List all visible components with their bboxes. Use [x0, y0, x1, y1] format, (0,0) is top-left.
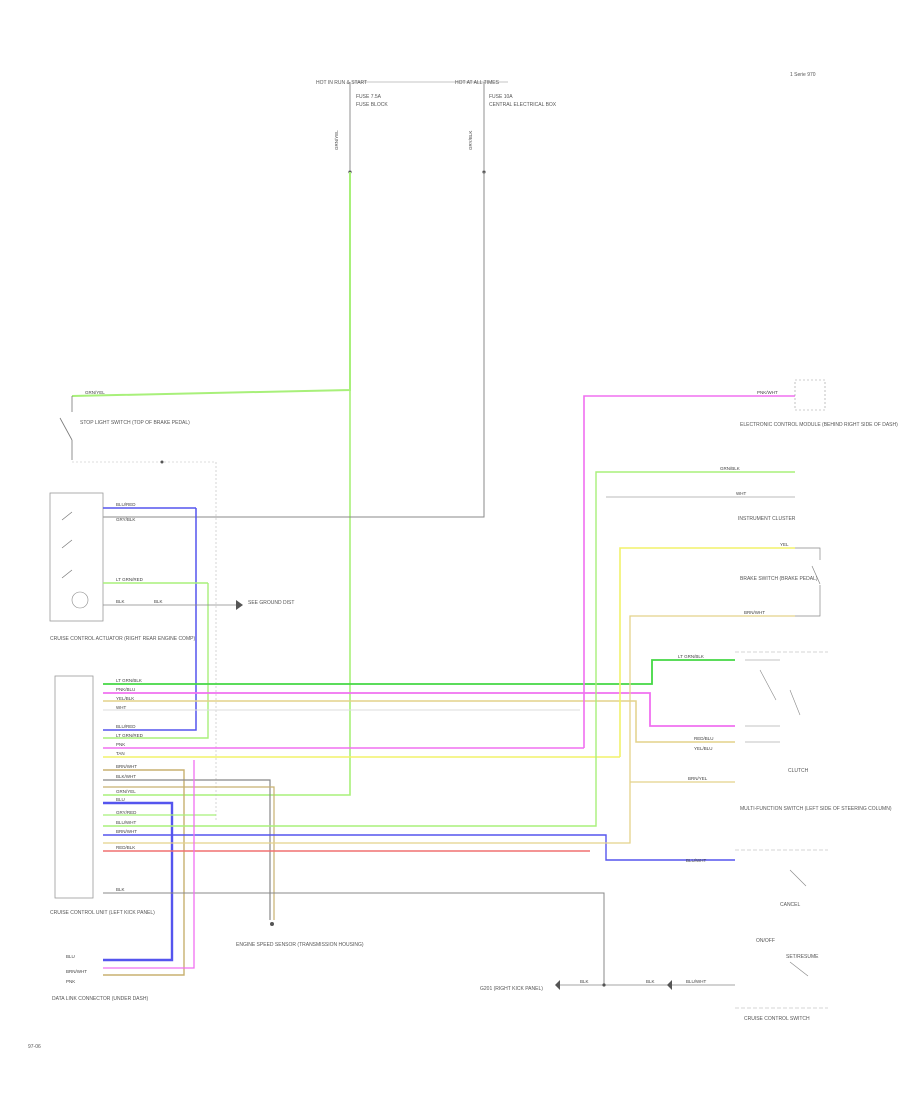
label-mid-gry: GRY/RED: [116, 810, 137, 815]
cruise-switch-label: CRUISE CONTROL SWITCH: [744, 1016, 810, 1022]
cc-actuator-box: [49, 492, 104, 622]
label-mid-blk: BLK/WHT: [116, 774, 136, 779]
label-mid-yel: YEL/BLK: [116, 696, 134, 701]
label-mid-red: RED/BLK: [116, 845, 135, 850]
label-right-yel2: YEL/BLU: [694, 746, 713, 751]
fuse-block-right: CENTRAL ELECTRICAL BOX: [489, 102, 557, 108]
top-fuse-section: HOT IN RUN & START HOT AT ALL TIMES FUSE…: [316, 72, 816, 174]
wire-grn-blk: [103, 471, 795, 827]
label-cc-grnred: LT GRN/RED: [116, 577, 144, 582]
label-dlc-brn: BRN/WHT: [66, 969, 87, 974]
label-right-yel: YEL: [780, 542, 789, 547]
bottom-left-label: 97-06: [28, 1044, 41, 1050]
hot-label-right: HOT AT ALL TIMES: [455, 80, 500, 86]
ground-point-label: G201 (RIGHT KICK PANEL): [480, 986, 543, 992]
ice-box: [794, 379, 826, 411]
top-wire-left: GRN/YEL: [334, 130, 339, 150]
label-right-wht: WHT: [736, 491, 746, 496]
set-resume-label: SET/RESUME: [786, 954, 819, 960]
wire-yel-right: [619, 547, 795, 757]
fuse-block-left: FUSE BLOCK: [356, 102, 388, 108]
label-mid-ltgrn2: LT GRN/RED: [116, 733, 144, 738]
label-right-red: RED/BLU: [694, 736, 714, 741]
hot-label-left: HOT IN RUN & START: [316, 80, 367, 86]
wire-gry-blk: [103, 172, 485, 518]
label-mid-grn: GRN/YEL: [116, 789, 136, 794]
cc-unit: CRUISE CONTROL UNIT (LEFT KICK PANEL): [50, 675, 155, 916]
label-top-green: GRN/YEL: [85, 390, 105, 395]
vertical-feeds: GRN/YEL: [71, 172, 485, 796]
label-mid-wht: WHT: [116, 705, 126, 710]
label-dlc-pnk: PNK: [66, 979, 75, 984]
wire-pnk-blu: [103, 692, 735, 727]
wire-blu: [103, 801, 174, 962]
dlc-label: DATA LINK CONNECTOR (UNDER DASH): [52, 996, 148, 1002]
label-mid-brnblk: BRN/WHT: [116, 829, 137, 834]
on-off-label: ON/OFF: [756, 938, 775, 944]
wire-brn-yel: [103, 615, 795, 844]
engine-speed-sensor: ENGINE SPEED SENSOR (TRANSMISSION HOUSIN…: [236, 942, 364, 948]
label-right-blu: BLU/WHT: [686, 858, 707, 863]
label-right-brn2: BRN/YEL: [688, 776, 708, 781]
label-mid-blu2: BLU: [116, 797, 125, 802]
label-dlc-blu: BLU: [66, 954, 75, 959]
wire-pnk-wht: [583, 395, 795, 748]
wire-lt-grn-blk: [103, 659, 735, 685]
wire-grn-yel-feed: [71, 172, 351, 397]
cc-actuator-label: CRUISE CONTROL ACTUATOR (RIGHT REAR ENGI…: [50, 636, 195, 642]
stop-switch-label: STOP LIGHT SWITCH (TOP OF BRAKE PEDAL): [80, 420, 190, 426]
right-components: PNK/WHT ELECTRONIC CONTROL MODULE (BEHIN…: [678, 379, 898, 1022]
label-mid-brn2: BLU/WHT: [116, 820, 137, 825]
wire-grn-yel-down: [103, 172, 351, 796]
wire-bundle: LT GRN/BLK PNK/BLU YEL/BLK WHT BLU/RED L…: [103, 395, 795, 985]
label-right-brn: BRN/WHT: [744, 610, 765, 615]
instr-cluster-label: INSTRUMENT CLUSTER: [738, 516, 796, 522]
fuse-label-right: FUSE 10A: [489, 94, 513, 100]
label-right-ltgrn: LT GRN/BLK: [678, 654, 704, 659]
label-mid-tan: TAN: [116, 751, 125, 756]
speed-sensor-label: ENGINE SPEED SENSOR (TRANSMISSION HOUSIN…: [236, 942, 364, 948]
label-mid-pink: PNK/BLU: [116, 687, 135, 692]
top-wire-right: GRY/BLK: [468, 131, 473, 150]
data-link-connector: BLU BRN/WHT PNK DATA LINK CONNECTOR (UND…: [52, 954, 148, 1002]
wire-yel-blk: [103, 700, 735, 743]
top-right-label: 1 Serie 970: [790, 72, 816, 78]
label-mid-blu: BLU/RED: [116, 724, 136, 729]
label-mid-brn: BRN/WHT: [116, 764, 137, 769]
label-cc-gry: GRY/BLK: [116, 517, 135, 522]
wire-brn-wht: [103, 769, 185, 976]
label-cc-blk: BLK: [116, 599, 125, 604]
label-right-grn: GRN/BLK: [720, 466, 740, 471]
ice-label: ELECTRONIC CONTROL MODULE (BEHIND RIGHT …: [740, 422, 898, 428]
label-bot-blu: BLU/WHT: [686, 979, 707, 984]
multi-func-label: MULTI-FUNCTION SWITCH (LEFT SIDE OF STEE…: [740, 806, 892, 812]
label-cc-blk2: BLK: [154, 599, 163, 604]
label-mid-pink2: PNK: [116, 742, 125, 747]
wire-blk-gnd: [103, 892, 605, 985]
cancel-label: CANCEL: [780, 902, 801, 908]
label-right-pnk: PNK/WHT: [757, 390, 778, 395]
label-bot-blk: BLK: [580, 979, 589, 984]
fuse-label-left: FUSE 7.5A: [356, 94, 382, 100]
cc-actuator: BLU/RED GRY/BLK LT GRN/RED BLK BLK SEE G…: [49, 462, 294, 820]
cc-unit-box: [54, 675, 94, 899]
bottom-ground: BLK BLK BLU/WHT G201 (RIGHT KICK PANEL): [480, 979, 735, 992]
wire-blk-wht: [103, 779, 271, 920]
label-mid-ltgrn: LT GRN/BLK: [116, 678, 142, 683]
clutch-label: CLUTCH: [788, 768, 809, 774]
cc-unit-label: CRUISE CONTROL UNIT (LEFT KICK PANEL): [50, 910, 155, 916]
stop-light-switch: STOP LIGHT SWITCH (TOP OF BRAKE PEDAL): [59, 396, 216, 464]
wire-blu-wht: [103, 834, 735, 861]
ground-ref-label: SEE GROUND DIST: [248, 600, 294, 606]
label-bot-blk2: BLK: [646, 979, 655, 984]
label-mid-blk3: BLK: [116, 887, 125, 892]
label-cc-blu: BLU/RED: [116, 502, 136, 507]
brake-switch-label: BRAKE SWITCH (BRAKE PEDAL): [740, 576, 818, 582]
